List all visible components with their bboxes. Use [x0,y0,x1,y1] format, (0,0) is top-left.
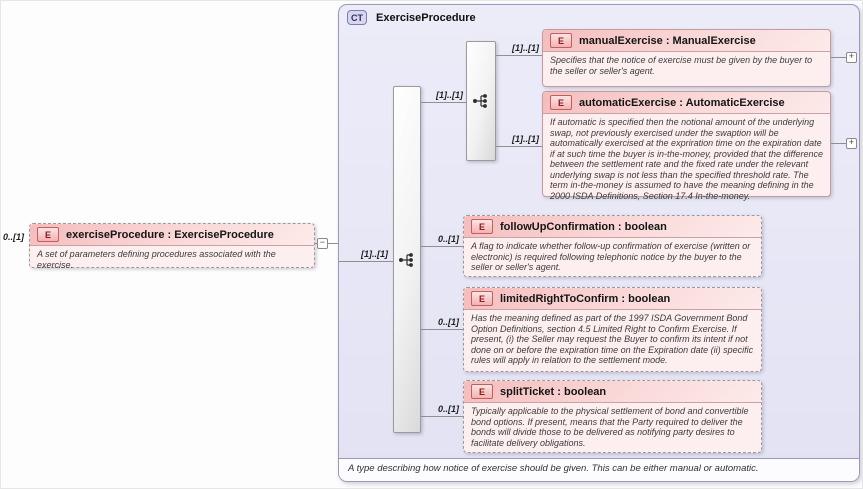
element-header: E manualExercise : ManualExercise [543,30,830,52]
element-description: A set of parameters defining procedures … [37,249,276,270]
limitedRightToConfirm-cardinality-label: 0..[1] [437,317,459,327]
choice-compositor[interactable] [466,41,496,161]
connector-line [421,102,466,103]
element-icon: E [550,33,572,48]
element-limitedRightToConfirm[interactable]: E limitedRightToConfirm : boolean Has th… [463,287,762,372]
element-icon: E [37,227,59,242]
element-description: Has the meaning defined as part of the 1… [471,313,754,366]
collapse-toggle[interactable]: − [317,238,328,249]
connector-line [315,243,317,244]
element-icon: E [471,219,493,234]
choice-icon [473,94,487,108]
element-automaticExercise[interactable]: E automaticExercise : AutomaticExercise … [542,91,831,201]
complextype-icon: CT [347,10,367,25]
expand-toggle-automaticExercise[interactable]: + [846,138,857,149]
element-followUpConfirmation[interactable]: E followUpConfirmation : boolean A flag … [463,215,762,277]
sequence-icon [399,252,413,267]
element-description: Specifies that the notice of exercise mu… [550,55,813,76]
connector-line [421,329,463,330]
connector-line [496,146,542,147]
connector-line [496,55,542,56]
automaticExercise-cardinality-label: [1]..[1] [512,134,539,144]
element-splitTicket[interactable]: E splitTicket : boolean Typically applic… [463,380,762,453]
element-title: automaticExercise : AutomaticExercise [579,96,785,109]
element-icon: E [471,291,493,306]
connector-line [421,246,463,247]
element-exerciseProcedure[interactable]: E exerciseProcedure : ExerciseProcedure … [29,223,315,270]
complextype-title: ExerciseProcedure [376,11,476,24]
complextype-annotation: A type describing how notice of exercise… [339,458,859,481]
element-header: E limitedRightToConfirm : boolean [464,288,761,310]
connector-line [421,416,463,417]
connector-line [831,143,846,144]
manualExercise-cardinality-label: [1]..[1] [512,43,539,53]
root-cardinality-label: 0..[1] [3,232,25,242]
element-description: A flag to indicate whether follow-up con… [471,241,751,273]
element-header: E exerciseProcedure : ExerciseProcedure [30,224,314,246]
element-description: If automatic is specified then the notio… [550,117,823,201]
choice-cardinality-label: [1]..[1] [436,90,463,100]
connector-line [339,261,393,262]
sequence-cardinality-label: [1]..[1] [361,249,388,259]
element-title: limitedRightToConfirm : boolean [500,292,671,305]
element-header: E splitTicket : boolean [464,381,761,403]
element-header: E automaticExercise : AutomaticExercise [543,92,830,114]
element-title: exerciseProcedure : ExerciseProcedure [66,228,274,241]
element-icon: E [550,95,572,110]
element-header: E followUpConfirmation : boolean [464,216,761,238]
connector-line [328,243,338,244]
element-description: Typically applicable to the physical set… [471,406,749,448]
complextype-header: CT ExerciseProcedure [339,5,859,30]
expand-toggle-manualExercise[interactable]: + [846,52,857,63]
element-icon: E [471,384,493,399]
splitTicket-cardinality-label: 0..[1] [437,404,459,414]
element-manualExercise[interactable]: E manualExercise : ManualExercise Specif… [542,29,831,87]
element-title: manualExercise : ManualExercise [579,34,756,47]
sequence-compositor[interactable] [393,86,421,433]
element-title: followUpConfirmation : boolean [500,220,667,233]
connector-line [831,57,846,58]
element-title: splitTicket : boolean [500,385,607,398]
followUpConfirmation-cardinality-label: 0..[1] [437,234,459,244]
